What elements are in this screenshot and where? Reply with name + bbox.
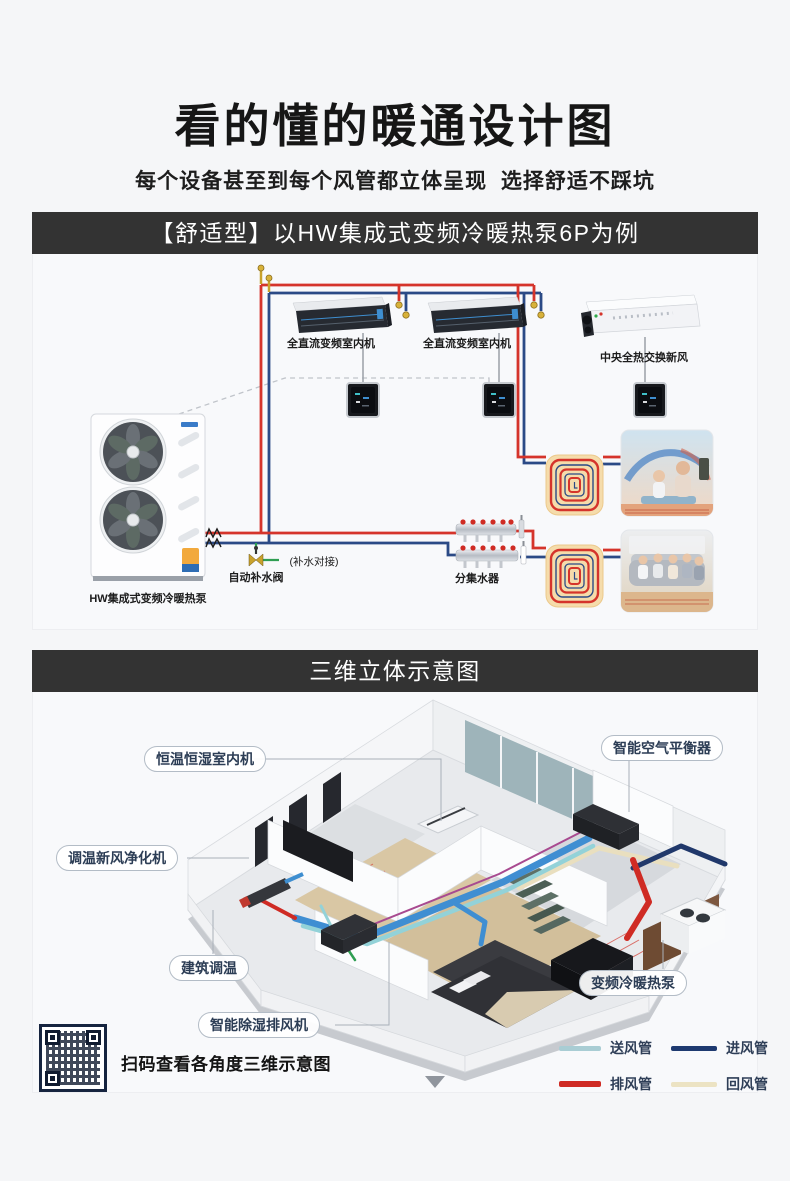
three-d-section-body: 恒温恒湿室内机 智能空气平衡器 调温新风净化机 建筑调温 智能除湿排风机 变频冷… — [32, 692, 768, 1093]
legend-label-supply-duct: 送风管 — [610, 1040, 652, 1056]
comfort-system-section: 【舒适型】以HW集成式变频冷暖热泵6P为例 — [32, 212, 758, 630]
legend-swatch-exhaust-duct — [559, 1081, 601, 1087]
floor-coil-2 — [545, 544, 604, 608]
air-vent-valve-icons — [257, 264, 273, 292]
floor-coil-1 — [545, 454, 604, 516]
qr-finder-icon — [45, 1071, 60, 1086]
qr-code — [39, 1024, 107, 1092]
piping-schematic: 全直流变频室内机 全直流变频室内机 中央全热交换新风 HW集成式变频冷暖热泵 自… — [89, 264, 714, 613]
comfort-section-header: 【舒适型】以HW集成式变频冷暖热泵6P为例 — [32, 212, 758, 254]
legend-swatch-intake-duct — [671, 1045, 717, 1051]
thermostat-2 — [482, 382, 516, 418]
indoor-unit-2 — [427, 296, 527, 333]
dehumidifier-unit — [321, 914, 377, 954]
comfort-section-body: 全直流变频室内机 全直流变频室内机 中央全热交换新风 HW集成式变频冷暖热泵 自… — [32, 254, 758, 630]
qr-finder-icon — [45, 1030, 60, 1045]
three-d-section: 三维立体示意图 — [32, 650, 768, 1093]
ceiling-indoor-unit — [416, 805, 480, 834]
indoor-unit-1-label: 全直流变频室内机 — [286, 336, 375, 350]
auto-refill-valve-icon — [248, 546, 264, 567]
callout-dehumidifier-fan: 智能除湿排风机 — [198, 1012, 320, 1038]
lifestyle-photo-1 — [620, 429, 714, 517]
fresh-air-unit-label: 中央全热交换新风 — [600, 350, 688, 364]
indoor-unit-2-label: 全直流变频室内机 — [422, 336, 511, 350]
legend-label-return-duct: 回风管 — [726, 1076, 768, 1092]
service-valve-icons — [395, 301, 545, 319]
water-pipes — [205, 283, 621, 562]
fan-icon — [99, 418, 167, 486]
thermostat-1 — [346, 382, 380, 418]
legend-swatch-supply-duct — [559, 1045, 601, 1051]
refill-connect-label: (补水对接) — [290, 555, 339, 568]
manifold — [455, 515, 527, 568]
qr-caption: 扫码查看各角度三维示意图 — [121, 1055, 331, 1074]
callout-connectors — [187, 758, 664, 1026]
duct-legend: 送风管 进风管 排风管 回风管 — [559, 1038, 778, 1094]
three-d-house-illustration — [187, 699, 728, 1081]
auto-refill-valve-label: 自动补水阀 — [229, 570, 284, 584]
legend-swatch-return-duct — [671, 1081, 717, 1087]
thermostat-3 — [633, 382, 667, 418]
heat-pump-unit — [659, 897, 727, 954]
flex-connector-icons — [205, 527, 222, 549]
control-wires — [178, 333, 646, 415]
callout-indoor-unit: 恒温恒湿室内机 — [144, 746, 266, 772]
page-title: 看的懂的暖通设计图 — [174, 100, 616, 152]
callout-building-temp: 建筑调温 — [169, 955, 249, 981]
legend-label-exhaust-duct: 排风管 — [610, 1076, 652, 1092]
callout-fresh-air-purifier: 调温新风净化机 — [56, 845, 178, 871]
outdoor-unit-label: HW集成式变频冷暖热泵 — [89, 591, 206, 605]
fan-icon — [99, 486, 167, 554]
callout-heat-pump: 变频冷暖热泵 — [579, 970, 687, 996]
callout-air-balancer: 智能空气平衡器 — [601, 735, 723, 761]
lifestyle-photo-2 — [620, 529, 714, 613]
fresh-air-purifier-unit — [239, 872, 304, 908]
outdoor-unit — [90, 413, 206, 581]
qr-finder-icon — [86, 1030, 101, 1045]
manifold-label: 分集水器 — [455, 571, 500, 585]
indoor-unit-1 — [292, 296, 392, 333]
equipment — [239, 804, 727, 954]
legend-label-intake-duct: 进风管 — [726, 1040, 768, 1056]
chevron-down-icon — [425, 1076, 445, 1088]
air-balancer-unit — [573, 804, 639, 850]
page-subtitle: 每个设备甚至到每个风管都立体呈现 选择舒适不踩坑 — [135, 170, 655, 193]
three-d-section-header: 三维立体示意图 — [32, 650, 758, 692]
fresh-air-unit — [581, 294, 701, 337]
